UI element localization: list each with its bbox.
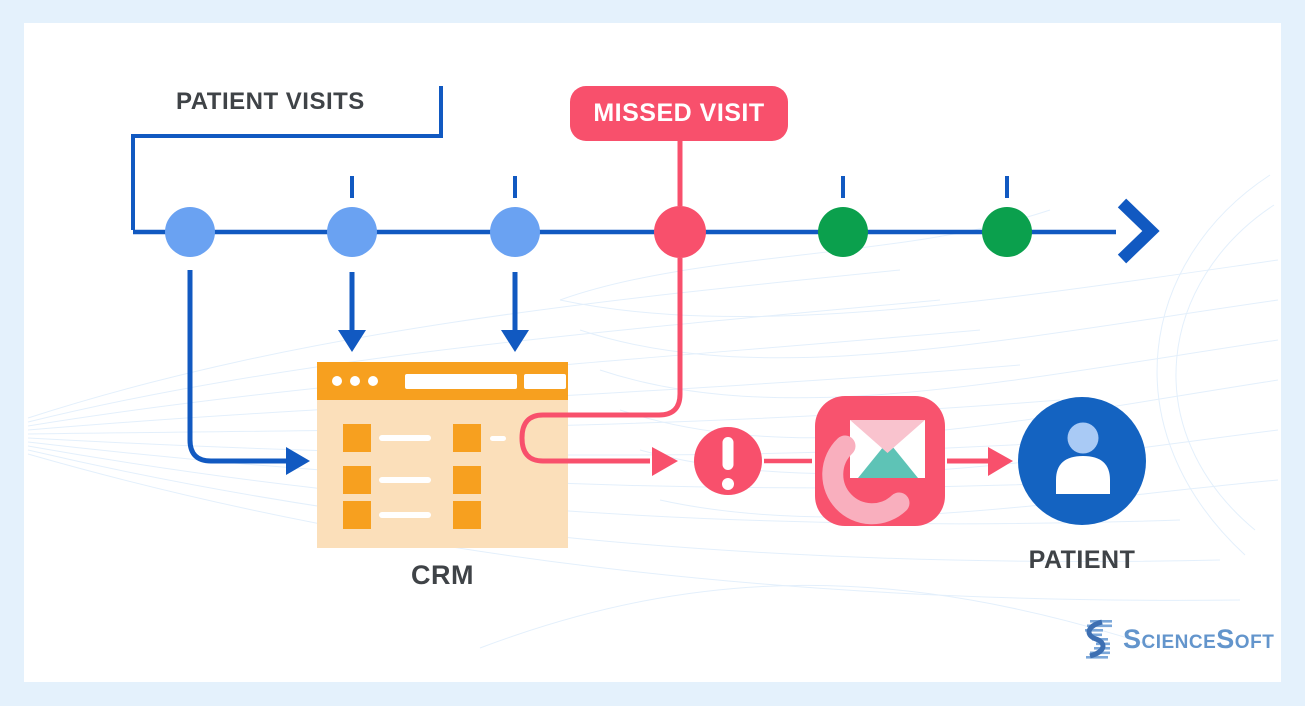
window-dot-icon [350, 376, 360, 386]
crm-record-row [317, 466, 568, 494]
address-bar [405, 373, 517, 389]
record-thumbnail [343, 424, 371, 452]
visit-dot-completed [165, 207, 215, 257]
timeline-lines [131, 86, 1160, 464]
window-dot-icon [332, 376, 342, 386]
missed-to-alert-line [519, 258, 683, 464]
missed-flow-lines [519, 141, 988, 464]
visit-to-crm-elbow-line [187, 270, 286, 464]
missed-visit-badge: MISSED VISIT [570, 86, 788, 141]
visit-dot-missed [654, 206, 706, 258]
toolbar-bar [524, 373, 566, 389]
record-thumbnail [453, 501, 481, 529]
record-thumbnail [453, 424, 481, 452]
sciencesoft-logo-text: ScienceSoft [1123, 623, 1275, 654]
record-thumbnail [343, 501, 371, 529]
crm-window-titlebar [317, 362, 568, 400]
visit-dot-completed [490, 207, 540, 257]
record-thumbnail [453, 466, 481, 494]
patient-visits-bracket [131, 86, 443, 230]
sciencesoft-logo: ScienceSoft [1082, 619, 1274, 659]
patient-label: PATIENT [1028, 546, 1136, 574]
crm-label: CRM [411, 560, 474, 590]
exclamation-icon [694, 427, 762, 495]
window-dot-icon [368, 376, 378, 386]
arrow-right-icon [652, 447, 678, 476]
arrow-right-icon [286, 447, 310, 475]
patient-visits-label: PATIENT VISITS [176, 88, 365, 115]
person-avatar-icon [1018, 397, 1146, 525]
arrow-down-icon [338, 330, 366, 352]
record-text-dash [490, 436, 506, 441]
record-thumbnail [343, 466, 371, 494]
visit-dot-upcoming [982, 207, 1032, 257]
crm-record-row [317, 424, 568, 452]
record-text-line [379, 477, 431, 483]
sciencesoft-logo-icon [1085, 619, 1112, 659]
visit-dot-upcoming [818, 207, 868, 257]
pink-arrowheads [652, 447, 1013, 476]
blue-arrowheads [286, 330, 529, 475]
arrow-down-icon [501, 330, 529, 352]
visit-dot-completed [327, 207, 377, 257]
arrow-right-icon [988, 447, 1013, 476]
record-text-line [379, 435, 431, 441]
chevron-right-icon [1117, 198, 1160, 264]
phone-mail-icon [815, 396, 945, 526]
record-text-line [379, 512, 431, 518]
crm-record-row [317, 501, 568, 529]
visit-dots [165, 206, 1032, 258]
